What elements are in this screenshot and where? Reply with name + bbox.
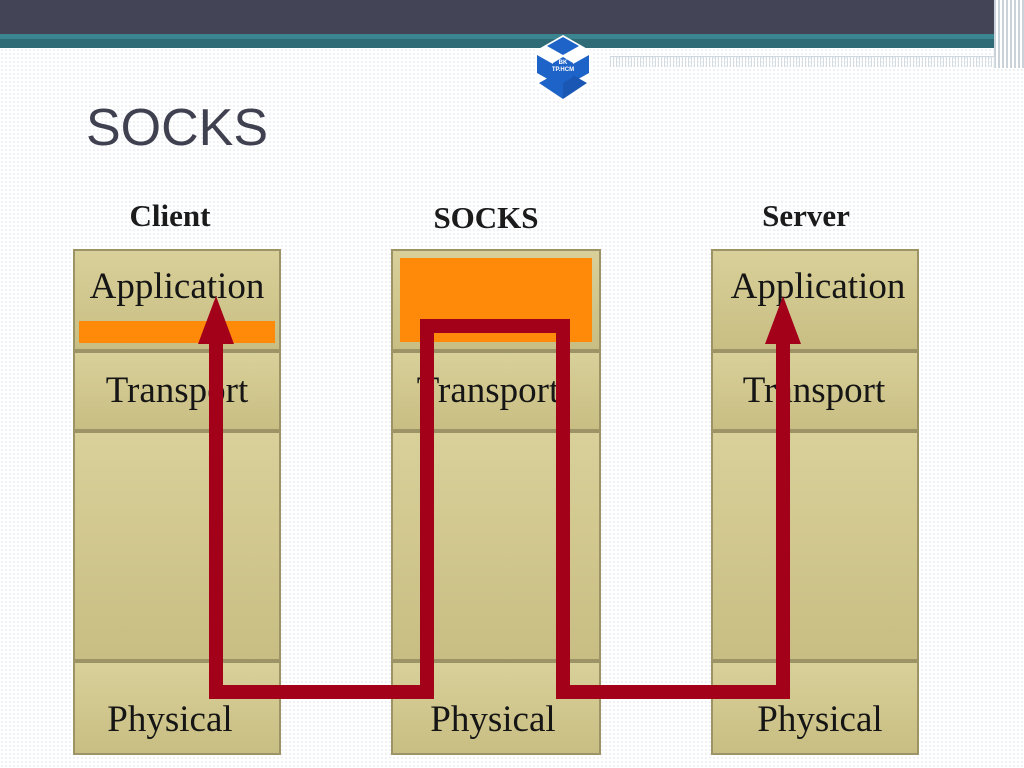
client-physical-label: Physical: [107, 699, 232, 740]
server-middle-layer: [711, 431, 919, 661]
server-application-label: Application: [731, 266, 906, 307]
client-transport-label: Transport: [106, 370, 249, 411]
logo-line-2: TP.HCM: [551, 67, 575, 73]
logo-text: BK TP.HCM: [527, 60, 599, 74]
column-label-server: Server: [762, 198, 850, 233]
server-physical-layer: [711, 661, 919, 755]
top-bar: [0, 0, 1024, 34]
decorative-stripes: [994, 0, 1024, 68]
client-socks-library: [79, 321, 275, 343]
client-physical-layer: [73, 661, 281, 755]
client-application-label: Application: [90, 266, 265, 307]
server-physical-label: Physical: [757, 699, 882, 740]
hexagon-cube-logo-icon: [535, 35, 591, 103]
client-middle-layer: [73, 431, 281, 661]
server-stack: [711, 249, 919, 755]
column-label-socks: SOCKS: [433, 200, 538, 235]
server-arrowhead-icon: [765, 296, 801, 344]
flow-line: [209, 319, 790, 699]
column-label-client: Client: [130, 198, 212, 233]
socks-physical-label: Physical: [430, 699, 555, 740]
header-rule: [610, 56, 995, 67]
data-flow-path: [198, 296, 801, 699]
server-transport-label: Transport: [743, 370, 886, 411]
logo-line-1: BK: [558, 60, 568, 66]
client-transport-layer: [73, 351, 281, 431]
page-title: SOCKS: [86, 99, 269, 157]
server-transport-layer: [711, 351, 919, 431]
client-arrowhead-icon: [198, 296, 234, 344]
server-application-layer: [711, 249, 919, 351]
header-band: [0, 34, 1024, 48]
client-stack: [73, 249, 281, 755]
socks-transport-label: Transport: [417, 370, 560, 411]
